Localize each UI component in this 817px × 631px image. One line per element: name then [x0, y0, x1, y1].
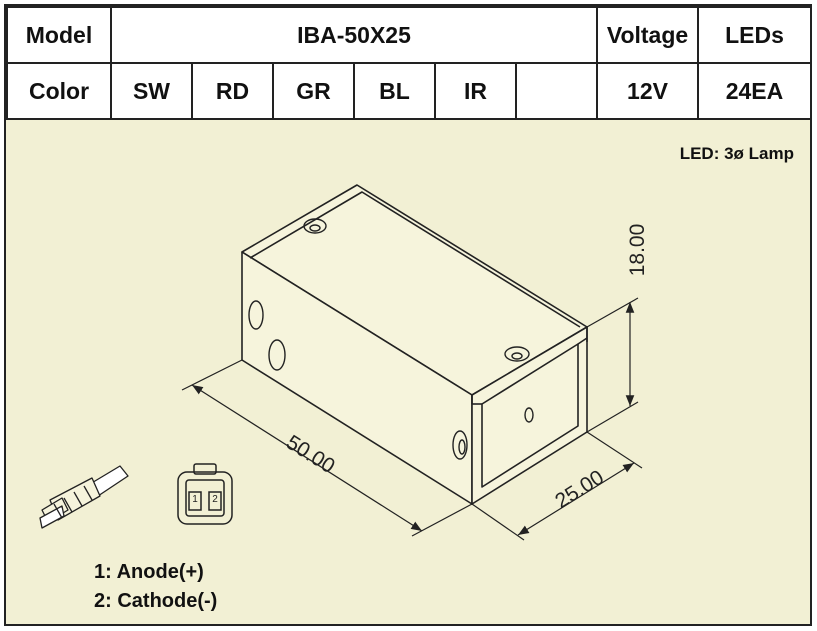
color-gr: GR — [272, 62, 355, 120]
mounting-holes — [248, 218, 534, 460]
pin-legend: 1: Anode(+) 2: Cathode(-) — [94, 558, 217, 616]
leds-label: LEDs — [697, 6, 812, 64]
pin-2-desc: 2: Cathode(-) — [94, 590, 218, 612]
pin-1-number: 1 — [192, 494, 198, 505]
isometric-drawing: 50.00 25.00 18.00 1 2 — [39, 184, 649, 541]
spec-sheet: Model IBA-50X25 Voltage LEDs Color SW RD… — [4, 4, 812, 626]
color-ir: IR — [434, 62, 517, 120]
dim-height-label: 18.00 — [626, 224, 649, 277]
spec-table: Model IBA-50X25 Voltage LEDs Color SW RD… — [6, 6, 812, 120]
leds-value: 24EA — [697, 62, 812, 120]
color-rd: RD — [191, 62, 274, 120]
connector-face-icon — [177, 463, 233, 525]
voltage-value: 12V — [596, 62, 699, 120]
model-value: IBA-50X25 — [110, 6, 598, 64]
voltage-label: Voltage — [596, 6, 699, 64]
color-empty — [515, 62, 598, 120]
led-info: LED: 3ø Lamp — [679, 144, 794, 163]
dim-length-label: 50.00 — [282, 431, 339, 478]
dimension-lines — [181, 297, 643, 541]
color-sw: SW — [110, 62, 193, 120]
pin-1-desc: 1: Anode(+) — [94, 561, 204, 583]
color-label: Color — [6, 62, 112, 120]
dim-width-label: 25.00 — [551, 466, 608, 513]
cable-plug-icon — [39, 465, 129, 529]
pin-2-number: 2 — [212, 494, 218, 505]
model-label: Model — [6, 6, 112, 64]
color-row: Color SW RD GR BL IR 12V 24EA — [6, 62, 812, 120]
color-bl: BL — [353, 62, 436, 120]
model-row: Model IBA-50X25 Voltage LEDs — [6, 6, 812, 64]
